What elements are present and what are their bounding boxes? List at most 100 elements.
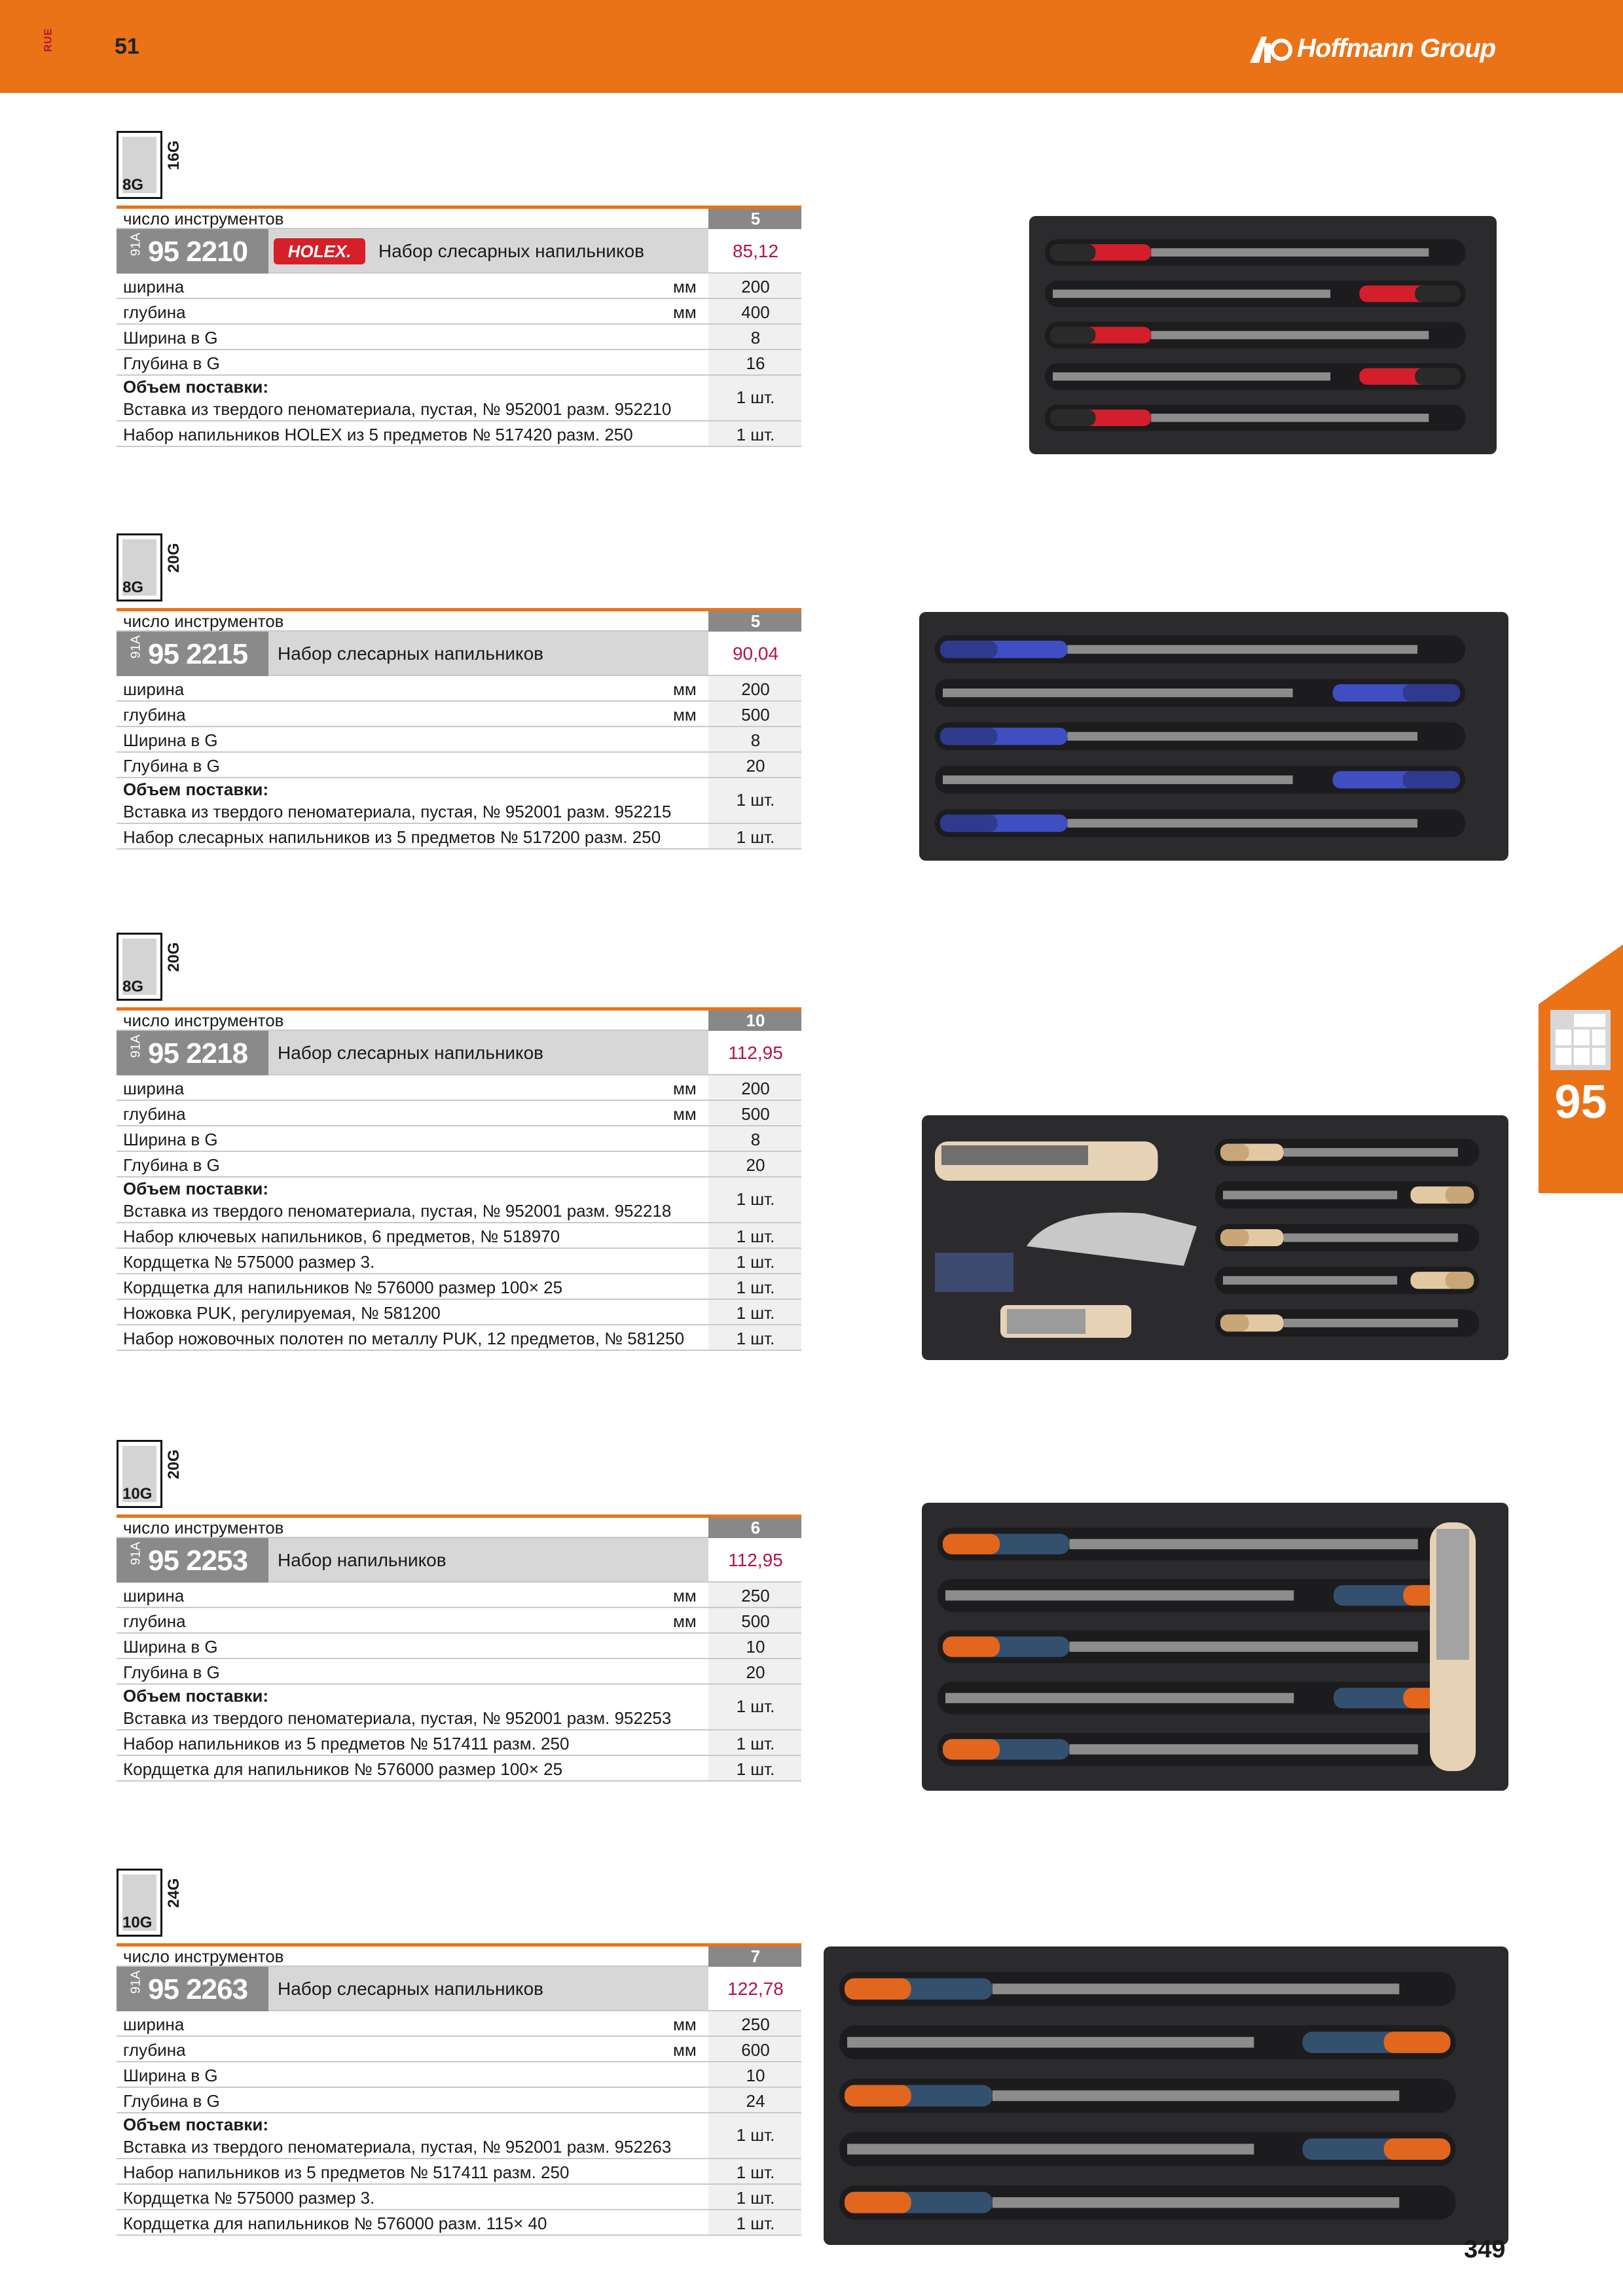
spec-value: 500: [741, 1611, 770, 1631]
scope-item-text: Набор напильников из 5 предметов № 51741…: [123, 1734, 570, 1753]
brand-logo[interactable]: Hoffmann Group: [1247, 30, 1496, 67]
spec-label: Ширина в G: [123, 328, 218, 348]
spec-value: 8: [750, 1130, 761, 1149]
scope-item-row: Набор слесарных напильников из 5 предмет…: [117, 824, 801, 850]
value-cell: [708, 1249, 801, 1273]
spec-label: ширина: [123, 1079, 185, 1098]
article-prefix: 91A: [128, 232, 143, 257]
spec-row: глубина мм 400: [117, 299, 801, 325]
spec-label: Глубина в G: [123, 353, 220, 373]
product-photo: [922, 1503, 1508, 1791]
product-name: Набор слесарных напильников: [278, 1979, 544, 1999]
scope-item-row: Набор напильников из 5 предметов № 51741…: [117, 2159, 801, 2185]
chapter-tab[interactable]: 95: [1539, 944, 1623, 1193]
price-cell: [708, 632, 801, 675]
grid-depth-label: 24G: [165, 1878, 183, 1908]
scope-item-row: Объем поставки:Вставка из твердого пеном…: [117, 778, 801, 824]
article-box: [117, 229, 268, 274]
article-box: [117, 1031, 268, 1075]
value-cell: [708, 2062, 801, 2087]
spec-label: ширина: [123, 2015, 185, 2034]
spec-unit: мм: [673, 1586, 697, 1605]
spec-value: 200: [741, 679, 770, 699]
spec-label: Глубина в G: [123, 756, 220, 776]
grid-width-label: 10G: [122, 1485, 153, 1503]
spec-unit: мм: [673, 1104, 697, 1124]
grid-width-label: 10G: [122, 1914, 153, 1931]
scope-item-row: Набор напильников HOLEX из 5 предметов №…: [117, 422, 801, 447]
scope-item-row: Набор ножовочных полотен по металлу PUK,…: [117, 1325, 801, 1351]
value-cell: [708, 1101, 801, 1125]
grid-size-box: 8G: [117, 933, 162, 1001]
tool-count-value: 5: [750, 209, 761, 228]
spec-label: глубина: [123, 302, 186, 322]
value-cell: [708, 350, 801, 374]
value-cell: [708, 1075, 801, 1100]
hoffmann-logo-icon: [1250, 37, 1292, 63]
spec-value: 400: [741, 302, 770, 322]
product-photo: [1029, 216, 1497, 454]
spec-label: глубина: [123, 705, 186, 725]
grid-size-fill: [122, 539, 156, 596]
scope-item-qty: 1 шт.: [736, 1227, 775, 1246]
spec-unit: мм: [673, 1611, 697, 1631]
spec-label: Глубина в G: [123, 1662, 220, 1682]
spec-value: 20: [746, 756, 765, 776]
scope-item-qty: 1 шт.: [736, 827, 775, 847]
scope-label: Объем поставки:: [123, 377, 269, 397]
value-cell: [708, 753, 801, 777]
chapter-number: 95: [1554, 1076, 1607, 1128]
grid-size-fill: [122, 137, 156, 193]
scope-label: Объем поставки:: [123, 780, 269, 799]
tool-count-label: число инструментов: [123, 209, 284, 228]
catalog-page-number: 51: [115, 34, 139, 59]
spec-value: 24: [746, 2091, 765, 2111]
scope-item-row: Объем поставки:Вставка из твердого пеном…: [117, 1177, 801, 1223]
grid-size-box: 10G: [117, 1869, 162, 1937]
value-cell: [708, 1518, 801, 1538]
scope-item-qty: 1 шт.: [736, 1189, 775, 1209]
scope-item-text: Вставка из твердого пеноматериала, пуста…: [123, 2137, 672, 2157]
spec-value: 200: [741, 277, 770, 296]
grid-width-label: 8G: [122, 978, 144, 996]
spec-unit: мм: [673, 2040, 697, 2060]
value-cell: [708, 1126, 801, 1151]
scope-item-text: Кордщетка для напильников № 576000 разм.…: [123, 2214, 547, 2233]
spec-value: 600: [741, 2040, 770, 2060]
grid-width-label: 8G: [122, 176, 144, 194]
spec-value: 8: [750, 328, 761, 348]
spec-label: ширина: [123, 277, 185, 296]
spec-label: Ширина в G: [123, 730, 218, 750]
article-prefix: 91A: [128, 1970, 143, 1994]
value-cell: [708, 1756, 801, 1780]
scope-item-row: Кордщетка № 575000 размер 3.1 шт.: [117, 2185, 801, 2210]
scope-item-row: Объем поставки:Вставка из твердого пеном…: [117, 2113, 801, 2159]
scope-item-qty: 1 шт.: [736, 1252, 775, 1272]
grid-width-label: 8G: [122, 579, 144, 596]
spec-unit: мм: [673, 302, 697, 322]
grid-size-fill: [122, 939, 156, 995]
scope-item-row: Набор ключевых напильников, 6 предметов,…: [117, 1223, 801, 1249]
scope-item-qty: 1 шт.: [736, 2125, 775, 2145]
spec-value: 500: [741, 1104, 770, 1124]
article-number: 95 2263: [148, 1973, 248, 2005]
product-name: Набор слесарных напильников: [378, 241, 645, 261]
scope-item-row: Объем поставки:Вставка из твердого пеном…: [117, 1685, 801, 1731]
value-cell: [708, 1011, 801, 1031]
product-name: Набор напильников: [278, 1550, 447, 1570]
spec-row: Ширина в G 8: [117, 325, 801, 350]
tool-count-value: 6: [750, 1518, 761, 1537]
grid-size-box: 8G: [117, 533, 162, 601]
